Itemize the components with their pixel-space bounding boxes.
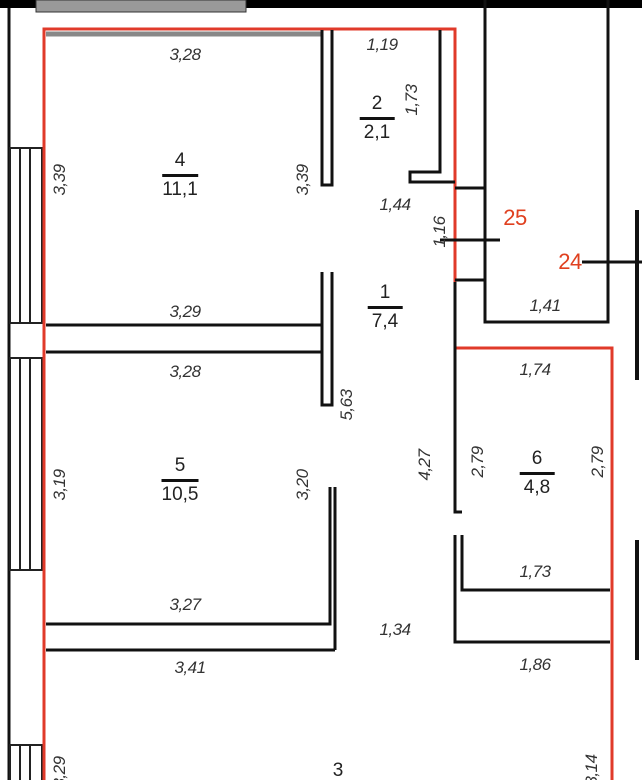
dim-label: 1,34 <box>379 620 411 639</box>
room-area: 4,8 <box>523 477 551 498</box>
dim-label: 1,16 <box>430 216 449 248</box>
room-area: 10,5 <box>161 484 199 505</box>
dim-label: 3,28 <box>169 362 201 381</box>
dim-label: 3,14 <box>582 754 601 780</box>
dim-label: 1,44 <box>379 195 411 214</box>
dim-label: 2,79 <box>468 446 487 478</box>
top-edge <box>0 0 642 8</box>
room-3: 3 <box>333 760 344 780</box>
dim-label: 1,73 <box>519 562 551 581</box>
dim-label: 3,39 <box>50 164 69 196</box>
room-area: 2,1 <box>363 122 391 143</box>
dim-label: 3,41 <box>174 658 206 677</box>
dim-label: 3,28 <box>169 45 201 64</box>
dim-label: 3,29 <box>50 756 69 780</box>
marker-25: 25 <box>503 205 527 230</box>
dim-label: 3,29 <box>169 302 201 321</box>
dim-label: 4,27 <box>415 449 434 481</box>
dim-label: 3,39 <box>293 164 312 196</box>
top-element <box>35 0 247 13</box>
windows <box>9 147 43 780</box>
dim-label: 5,63 <box>337 389 356 421</box>
dim-label: 1,74 <box>519 360 551 379</box>
dim-label: 3,20 <box>293 469 312 501</box>
room-number: 2 <box>359 93 395 120</box>
room-number: 1 <box>367 282 403 309</box>
dim-label: 2,79 <box>588 446 607 478</box>
room-number: 6 <box>519 448 555 475</box>
dim-label: 3,27 <box>169 595 201 614</box>
room-area: 7,4 <box>371 311 399 332</box>
interior-walls <box>46 0 642 652</box>
dim-label: 3,19 <box>50 469 69 501</box>
dim-label: 1,19 <box>366 35 398 54</box>
room-area: 11,1 <box>162 179 198 200</box>
marker-24: 24 <box>558 249 582 274</box>
room-number: 5 <box>161 455 199 482</box>
dim-label: 1,86 <box>519 655 551 674</box>
room-number: 3 <box>332 760 344 780</box>
dim-label: 1,73 <box>402 84 421 116</box>
dim-label: 1,41 <box>529 296 561 315</box>
room-number: 4 <box>162 150 198 177</box>
